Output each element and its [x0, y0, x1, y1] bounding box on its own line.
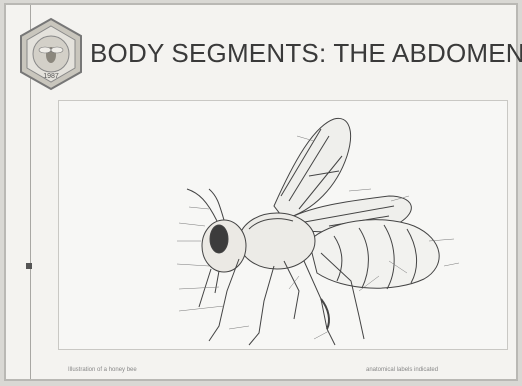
rail-marker	[26, 263, 32, 269]
bee-anatomy-figure	[58, 100, 508, 350]
slide-title: BODY SEGMENTS: THE ABDOMEN	[90, 38, 515, 69]
society-seal-icon: 1987	[18, 17, 84, 91]
seal-year: 1987	[43, 73, 59, 80]
footer-note-right: anatomical labels indicated	[366, 367, 438, 373]
bee-anatomy-diagram	[59, 101, 509, 351]
slide: 1987 BODY SEGMENTS: THE ABDOMEN	[4, 3, 518, 381]
footer-note-left: Illustration of a honey bee	[68, 367, 137, 373]
